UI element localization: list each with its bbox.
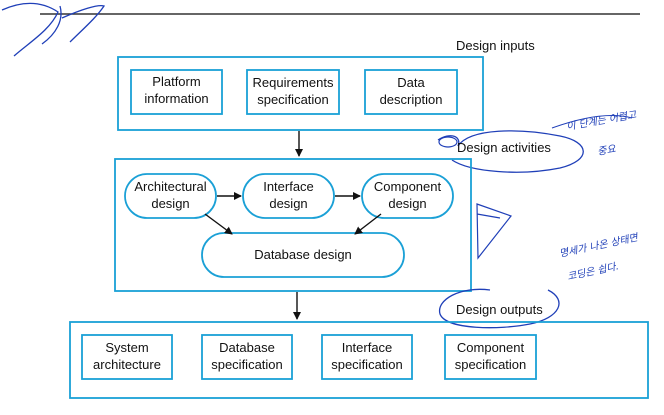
svg-text:Interface: Interface — [263, 179, 314, 194]
inputs-container — [117, 56, 484, 131]
arrow-architectural-to-database — [204, 213, 233, 235]
svg-text:Component: Component — [374, 179, 442, 194]
svg-text:design: design — [151, 196, 189, 211]
annotation-design-outputs: Design outputs — [439, 288, 560, 329]
svg-text:specification: specification — [257, 92, 329, 107]
annotation-design-activities: Design activities — [437, 130, 584, 173]
scribble-top-left — [1, 2, 106, 57]
svg-text:System: System — [105, 340, 148, 355]
handwritten-note-1-line2: 중요 — [597, 144, 618, 158]
handwritten-note-2-line1: 명세가 나온 상태면 — [558, 231, 640, 260]
svg-text:Platform: Platform — [152, 74, 200, 89]
label-design-outputs: Design outputs — [456, 302, 543, 317]
input-platform-information: Platform information — [130, 69, 223, 115]
output-component-specification: Component specification — [444, 334, 537, 380]
activity-interface-design: Interface design — [242, 173, 335, 219]
annotation-underline-1 — [551, 115, 633, 129]
svg-text:information: information — [144, 91, 208, 106]
svg-text:specification: specification — [455, 357, 527, 372]
svg-text:specification: specification — [331, 357, 403, 372]
activity-architectural-design: Architectural design — [124, 173, 217, 219]
svg-text:description: description — [380, 92, 443, 107]
svg-text:design: design — [388, 196, 426, 211]
svg-text:design: design — [269, 196, 307, 211]
output-system-architecture: System architecture — [81, 334, 173, 380]
handwritten-note-2-line2: 코딩은 쉽다. — [566, 260, 620, 283]
activity-database-design: Database design — [201, 232, 405, 278]
svg-text:specification: specification — [211, 357, 283, 372]
scribble-triangle — [476, 203, 512, 260]
svg-text:Database design: Database design — [254, 247, 352, 262]
svg-text:Architectural: Architectural — [134, 179, 206, 194]
input-data-description: Data description — [364, 69, 458, 115]
input-requirements-specification: Requirements specification — [246, 69, 340, 115]
activity-component-design: Component design — [361, 173, 454, 219]
output-interface-specification: Interface specification — [321, 334, 413, 380]
svg-text:Requirements: Requirements — [253, 75, 334, 90]
label-design-activities: Design activities — [457, 140, 551, 155]
activities-container — [114, 158, 472, 292]
svg-text:Database: Database — [219, 340, 275, 355]
svg-text:architecture: architecture — [93, 357, 161, 372]
svg-text:Component: Component — [457, 340, 525, 355]
outputs-container — [69, 321, 649, 399]
svg-text:Data: Data — [397, 75, 425, 90]
arrow-component-to-database — [354, 213, 382, 235]
svg-text:Interface: Interface — [342, 340, 393, 355]
output-database-specification: Database specification — [201, 334, 293, 380]
label-design-inputs: Design inputs — [456, 38, 535, 53]
